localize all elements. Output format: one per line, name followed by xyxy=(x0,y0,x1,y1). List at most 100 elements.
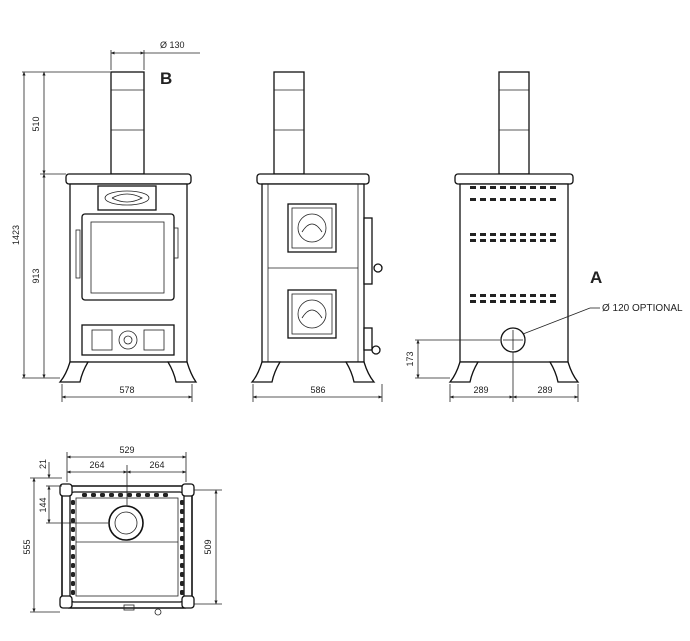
vent-slot xyxy=(550,233,556,236)
side-right-leg xyxy=(344,361,376,383)
flue-diameter-label: Ø 130 xyxy=(160,40,185,50)
vent-slot xyxy=(510,294,516,297)
top-slot xyxy=(136,493,141,497)
top-view xyxy=(59,483,195,616)
vent-slot xyxy=(520,239,526,242)
top-half-right-label: 264 xyxy=(149,460,164,470)
front-width-label: 578 xyxy=(119,385,134,395)
front-top-plate xyxy=(65,173,192,185)
top-slot xyxy=(180,527,184,532)
side-view xyxy=(250,71,383,383)
vent-slot xyxy=(470,300,476,303)
front-flue-pipe xyxy=(110,71,145,175)
optional-outlet-note: Ø 120 OPTIONAL xyxy=(602,303,683,314)
front-right-leg xyxy=(166,361,198,383)
top-slot xyxy=(82,493,87,497)
top-slot xyxy=(145,493,150,497)
vent-slot xyxy=(490,198,496,201)
vent-slot xyxy=(470,186,476,189)
top-slot xyxy=(71,509,75,514)
front-air-regulator xyxy=(118,330,138,350)
top-slot xyxy=(180,509,184,514)
vent-slot xyxy=(530,300,536,303)
top-half-left-label: 264 xyxy=(89,460,104,470)
top-slot xyxy=(180,554,184,559)
top-slot xyxy=(71,500,75,505)
vent-slot xyxy=(490,300,496,303)
top-plate xyxy=(69,491,185,603)
vent-slot xyxy=(500,186,506,189)
vent-slot xyxy=(540,300,546,303)
view-b-label: B xyxy=(160,69,172,88)
vent-slot xyxy=(530,186,536,189)
front-height-dimensions: 1423 510 913 xyxy=(11,71,110,379)
vent-slot xyxy=(490,239,496,242)
vent-slot xyxy=(470,233,476,236)
back-dimensions: 173 289 289 xyxy=(405,339,579,402)
vent-slot xyxy=(520,186,526,189)
top-slot xyxy=(163,493,168,497)
back-top-plate xyxy=(454,173,574,185)
top-slot xyxy=(71,545,75,550)
total-height-label: 1423 xyxy=(11,225,21,245)
flue-height-label: 510 xyxy=(31,116,41,131)
vent-slot xyxy=(520,300,526,303)
front-left-leg xyxy=(58,361,90,383)
vent-slot xyxy=(540,239,546,242)
top-slot xyxy=(180,581,184,586)
vent-slot xyxy=(510,300,516,303)
top-slot xyxy=(71,581,75,586)
outlet-height-label: 173 xyxy=(405,351,415,366)
top-slot xyxy=(180,563,184,568)
vent-slot xyxy=(530,198,536,201)
vent-slot xyxy=(470,198,476,201)
front-view xyxy=(58,71,198,383)
side-decor-tile-upper xyxy=(287,203,337,253)
top-slot xyxy=(180,536,184,541)
top-slot xyxy=(71,563,75,568)
vent-slot xyxy=(510,239,516,242)
side-top-plate xyxy=(256,173,370,185)
front-door-glass xyxy=(90,221,165,294)
vent-slot xyxy=(500,294,506,297)
back-half-left-label: 289 xyxy=(473,385,488,395)
vent-slot xyxy=(550,198,556,201)
side-depth-label: 586 xyxy=(310,385,325,395)
vent-slot xyxy=(480,239,486,242)
vent-slot xyxy=(480,186,486,189)
front-door xyxy=(81,213,175,301)
vent-slot xyxy=(540,198,546,201)
vent-slot xyxy=(540,233,546,236)
vent-slot xyxy=(510,233,516,236)
vent-slot xyxy=(510,186,516,189)
top-slot xyxy=(71,536,75,541)
top-depth-inner-label: 509 xyxy=(203,539,213,554)
vent-slot xyxy=(530,233,536,236)
top-slot xyxy=(180,500,184,505)
vent-slot xyxy=(480,233,486,236)
vent-slot xyxy=(470,239,476,242)
top-slot xyxy=(180,590,184,595)
back-view xyxy=(448,71,580,383)
back-half-right-label: 289 xyxy=(537,385,552,395)
vent-slot xyxy=(480,300,486,303)
vent-slot xyxy=(500,233,506,236)
top-slot xyxy=(180,545,184,550)
top-dimensions: 529 264 264 21 144 555 509 xyxy=(22,445,222,613)
top-slot xyxy=(71,554,75,559)
top-slot xyxy=(180,572,184,577)
top-slot xyxy=(109,493,114,497)
top-slot xyxy=(127,493,132,497)
vent-slot xyxy=(480,198,486,201)
vent-slot xyxy=(520,198,526,201)
front-width-dimension: 578 xyxy=(61,384,193,402)
top-slot xyxy=(100,493,105,497)
top-slot xyxy=(71,527,75,532)
vent-slot xyxy=(530,239,536,242)
vent-slot xyxy=(520,233,526,236)
top-slot xyxy=(180,518,184,523)
back-ventilation-slots xyxy=(470,186,556,303)
top-flue-offset-label: 144 xyxy=(38,497,48,512)
vent-slot xyxy=(490,186,496,189)
vent-slot xyxy=(540,294,546,297)
